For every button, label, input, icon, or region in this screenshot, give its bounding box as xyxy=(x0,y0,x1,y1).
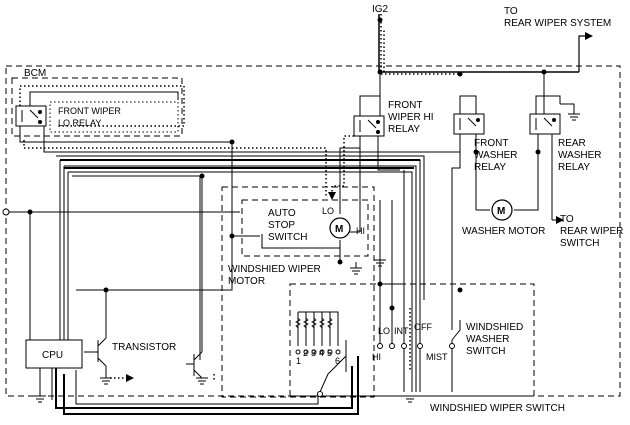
label-auto-stop-1: AUTO xyxy=(268,208,296,219)
label-lo-relay-1: FRONT WIPER xyxy=(58,106,121,116)
dotted-wiring xyxy=(19,30,411,380)
label-to-rear-wiper-switch-2: REAR WIPER xyxy=(560,226,623,237)
label-switch-int: INT xyxy=(394,326,409,336)
label-to-rear-wiper-system-1: TO xyxy=(504,6,518,17)
label-hi-relay-1: FRONT xyxy=(388,100,422,111)
label-int-1: 1 xyxy=(296,356,301,366)
ig2-terminal xyxy=(377,17,383,23)
label-wiper-motor-1: WINDSHIED WIPER xyxy=(228,264,321,275)
label-wiper-motor-2: MOTOR xyxy=(228,276,265,287)
label-int-6: 6 xyxy=(335,356,340,366)
front-washer-relay-symbol xyxy=(453,113,485,135)
label-rear-washer-relay-3: RELAY xyxy=(558,162,590,173)
label-hi-relay-2: WIPER HI xyxy=(388,112,434,123)
label-washer-switch-1: WINDSHIED xyxy=(466,322,523,333)
washer-motor-symbol xyxy=(491,199,513,221)
wiper-motor-symbol xyxy=(329,217,351,239)
lo-relay-symbol xyxy=(15,105,47,127)
cpu-box xyxy=(25,339,83,369)
label-int-2: 2 xyxy=(303,348,308,358)
label-wiper-switch: WINDSHIED WIPER SWITCH xyxy=(430,403,565,414)
lo-relay-inner-box xyxy=(49,101,179,133)
label-motor-hi: HI xyxy=(356,226,365,236)
lo-relay-box xyxy=(11,77,183,137)
label-washer-motor-m: M xyxy=(497,206,505,217)
label-int-4: 4 xyxy=(319,348,324,358)
label-to-rear-wiper-switch-3: SWITCH xyxy=(560,238,599,249)
label-switch-mist: MIST xyxy=(426,352,448,362)
arrow-motor-feed xyxy=(328,192,336,200)
label-cpu: CPU xyxy=(42,350,63,361)
label-ig2: IG2 xyxy=(372,4,389,15)
label-lo-relay-2: LO RELAY xyxy=(58,118,101,128)
wiper-motor-box xyxy=(221,186,375,398)
label-to-rear-wiper-system-2: REAR WIPER SYSTEM xyxy=(504,18,611,29)
label-motor-m: M xyxy=(335,224,343,235)
rear-washer-relay-symbol xyxy=(529,113,561,135)
label-switch-lo: LO xyxy=(378,326,390,336)
ground-symbols xyxy=(34,259,416,403)
bcm-box xyxy=(5,65,621,397)
label-front-washer-relay-3: RELAY xyxy=(474,162,506,173)
label-switch-hi: HI xyxy=(372,352,381,362)
int-resistors xyxy=(295,317,333,329)
junctions xyxy=(27,69,547,311)
label-transistor: TRANSISTOR xyxy=(112,342,176,353)
label-rear-washer-relay-1: REAR xyxy=(558,138,586,149)
text-labels: IG2 TO REAR WIPER SYSTEM BCM FRONT WIPER… xyxy=(24,4,623,414)
label-auto-stop-3: SWITCH xyxy=(268,232,307,243)
label-front-washer-relay-1: FRONT xyxy=(474,138,508,149)
label-int-5: 5 xyxy=(327,348,332,358)
label-to-rear-wiper-switch-1: TO xyxy=(560,214,574,225)
label-washer-motor: WASHER MOTOR xyxy=(462,226,545,237)
label-front-washer-relay-2: WASHER xyxy=(474,150,518,161)
label-rear-washer-relay-2: WASHER xyxy=(558,150,602,161)
auto-stop-box xyxy=(241,199,369,257)
label-washer-switch-3: SWITCH xyxy=(466,346,505,357)
label-washer-switch-2: WASHER xyxy=(466,334,510,345)
thick-wires xyxy=(55,159,420,415)
label-auto-stop-2: STOP xyxy=(268,220,295,231)
open-terminals xyxy=(2,208,455,397)
label-hi-relay-3: RELAY xyxy=(388,124,420,135)
label-motor-lo: LO xyxy=(322,206,334,216)
label-switch-off: OFF xyxy=(414,322,432,332)
hi-relay-symbol xyxy=(353,115,385,137)
arrow-transistor-out xyxy=(126,374,134,382)
label-bcm: BCM xyxy=(24,68,46,79)
label-int-3: 3 xyxy=(311,348,316,358)
